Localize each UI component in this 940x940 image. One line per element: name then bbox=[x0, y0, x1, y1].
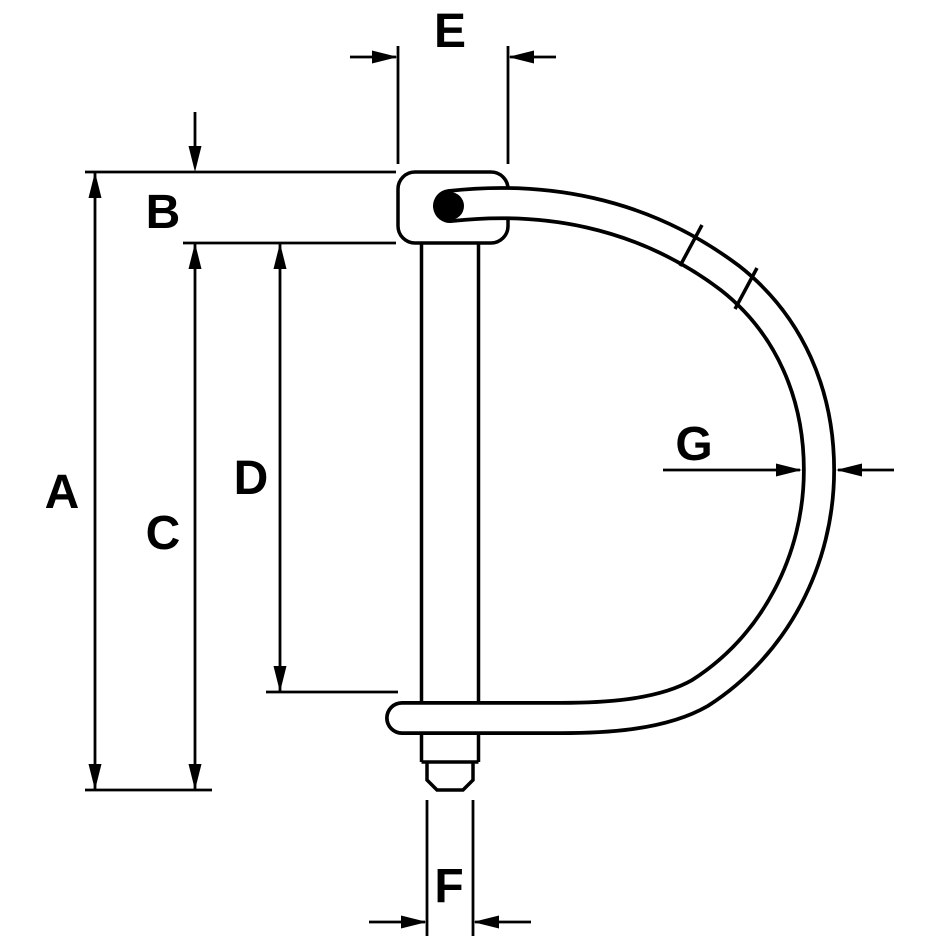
wire-break-mark-2 bbox=[733, 267, 759, 310]
extension-lines-left bbox=[85, 170, 398, 792]
pin-hole-wire-end bbox=[436, 192, 464, 220]
arrowheads bbox=[88, 50, 862, 929]
dimension-lines bbox=[85, 46, 894, 936]
arrowhead-c-bottom bbox=[188, 764, 202, 790]
arrowhead-d-bottom bbox=[273, 666, 287, 692]
dim-label-b: B bbox=[146, 186, 181, 239]
arrowhead-g-right bbox=[836, 463, 862, 477]
arrowhead-a-bottom bbox=[88, 764, 102, 790]
arrowhead-b-top bbox=[188, 146, 202, 172]
pin-tip bbox=[425, 762, 475, 792]
arrowhead-g-left bbox=[776, 463, 802, 477]
arrowhead-f-left bbox=[401, 915, 427, 929]
arrowhead-c-top bbox=[188, 243, 202, 269]
arrowhead-f-right bbox=[473, 915, 499, 929]
arrowhead-e-right bbox=[508, 50, 534, 64]
dimension-labels: E B A C D F G bbox=[45, 5, 713, 913]
dim-label-e: E bbox=[434, 5, 466, 58]
arrowhead-e-left bbox=[372, 50, 398, 64]
arrowhead-a-top bbox=[88, 172, 102, 198]
dim-label-a: A bbox=[45, 466, 80, 519]
bail-wire-fill bbox=[388, 189, 833, 732]
dim-label-d: D bbox=[234, 452, 269, 505]
dim-label-c: C bbox=[146, 507, 181, 560]
dim-label-f: F bbox=[434, 860, 463, 913]
bail-wire bbox=[385, 186, 837, 735]
dim-label-g: G bbox=[675, 418, 712, 471]
arrowhead-d-top bbox=[273, 243, 287, 269]
wire-break-mark-1 bbox=[678, 224, 704, 267]
